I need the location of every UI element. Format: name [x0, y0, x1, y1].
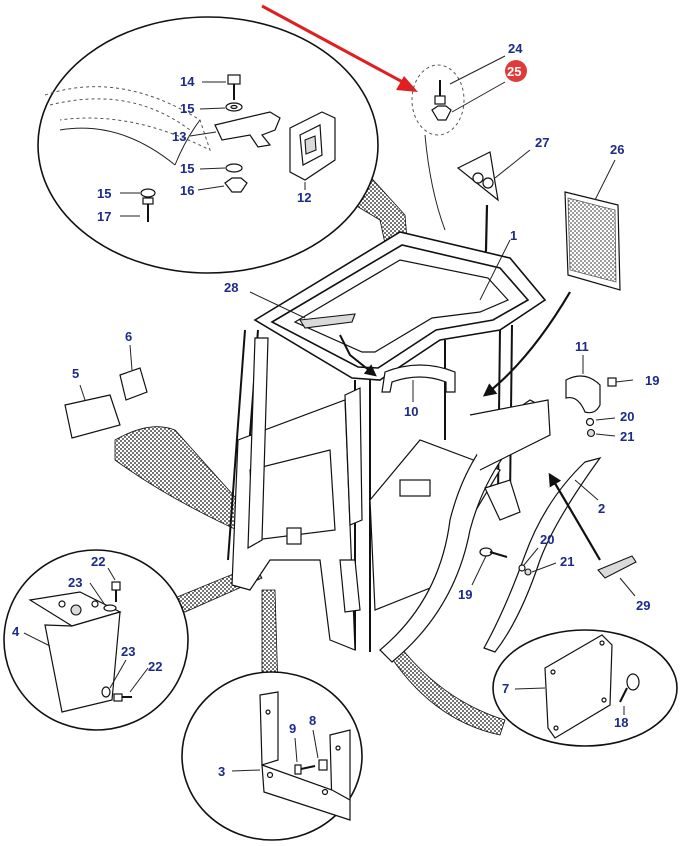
label-16[interactable]: 16 — [180, 183, 194, 198]
label-2[interactable]: 2 — [598, 501, 605, 516]
label-1[interactable]: 1 — [510, 228, 517, 243]
label-22b[interactable]: 22 — [148, 659, 162, 674]
label-10[interactable]: 10 — [404, 404, 418, 419]
part-2-fender-strip — [483, 456, 602, 653]
label-25[interactable]: 25 — [507, 64, 521, 79]
label-19b[interactable]: 19 — [458, 587, 472, 602]
label-29[interactable]: 29 — [636, 598, 650, 613]
label-13[interactable]: 13 — [172, 129, 186, 144]
label-19a[interactable]: 19 — [645, 373, 659, 388]
label-24[interactable]: 24 — [508, 41, 523, 56]
label-4[interactable]: 4 — [12, 624, 20, 639]
detail-circle-bracket-3 — [181, 671, 363, 841]
label-22a[interactable]: 22 — [91, 554, 105, 569]
label-28[interactable]: 28 — [224, 280, 238, 295]
part-29-trim — [597, 555, 637, 597]
label-18[interactable]: 18 — [614, 715, 628, 730]
detail-circle-roof-bracket — [37, 16, 379, 274]
label-17[interactable]: 17 — [97, 209, 111, 224]
part-10-bracket — [381, 364, 456, 402]
part-1-leader — [479, 239, 571, 397]
label-5[interactable]: 5 — [72, 366, 79, 381]
label-20a[interactable]: 20 — [620, 409, 634, 424]
part-26-filter — [564, 159, 621, 291]
cab-frame — [227, 231, 551, 663]
label-11[interactable]: 11 — [575, 339, 589, 354]
label-15a[interactable]: 15 — [180, 101, 194, 116]
part-6-cover — [119, 344, 148, 401]
part-27-plate — [456, 149, 531, 313]
label-8[interactable]: 8 — [309, 713, 316, 728]
label-15b[interactable]: 15 — [180, 161, 194, 176]
label-21b[interactable]: 21 — [560, 554, 574, 569]
part-28-strip — [249, 291, 377, 377]
part-19-20-21-lower — [471, 547, 557, 586]
label-6[interactable]: 6 — [125, 329, 132, 344]
detail-circle-plate-4 — [3, 549, 189, 731]
label-20b[interactable]: 20 — [540, 532, 554, 547]
label-9[interactable]: 9 — [289, 721, 296, 736]
highlight-badge — [505, 60, 527, 82]
label-23a[interactable]: 23 — [68, 575, 82, 590]
label-12[interactable]: 12 — [297, 190, 311, 205]
label-23b[interactable]: 23 — [121, 644, 135, 659]
label-26[interactable]: 26 — [610, 142, 624, 157]
label-21a[interactable]: 21 — [620, 429, 634, 444]
part-5-panel — [64, 384, 121, 439]
label-15c[interactable]: 15 — [97, 186, 111, 201]
part-labels: 24 25 27 26 1 14 15 13 15 16 15 17 12 28… — [12, 41, 659, 779]
label-3[interactable]: 3 — [218, 764, 225, 779]
highlight-arrow — [261, 4, 418, 92]
label-14[interactable]: 14 — [180, 74, 195, 89]
label-27[interactable]: 27 — [535, 135, 549, 150]
label-7[interactable]: 7 — [502, 681, 509, 696]
detail-circle-cover-7 — [492, 629, 678, 747]
part-24-25-fastener — [411, 55, 506, 231]
part-11-clamp — [565, 355, 634, 438]
